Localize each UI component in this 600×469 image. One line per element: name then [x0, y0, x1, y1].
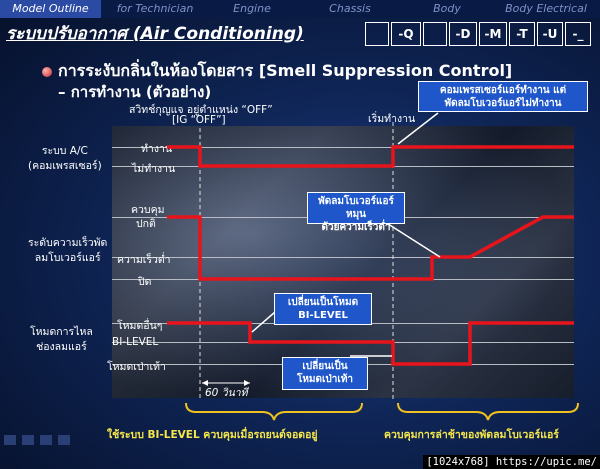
footer-brace-right: [397, 402, 579, 421]
footer-right: ควบคุมการล่าช้าของพัดลมโบเวอร์แอร์: [384, 429, 559, 441]
watermark: [1024x768] https://upic.me/: [423, 455, 600, 469]
code-box: -M: [479, 22, 507, 46]
section-subheading: – การทำงาน (ตัวอย่าง): [58, 83, 212, 101]
ignition-note-sub: [IG “OFF”]: [172, 114, 226, 126]
group-label-ac: ระบบ A/C(คอมเพรสเซอร์): [28, 145, 102, 172]
tab-body[interactable]: Body: [433, 2, 461, 15]
level-vent-bilevel: BI-LEVEL: [112, 336, 159, 348]
code-box: [423, 22, 447, 46]
level-ac-on: ทำงาน: [141, 143, 173, 155]
callout-compressor: คอมเพรสเซอร์แอร์ทำงาน แต่พัดลมโบเวอร์แอร…: [418, 81, 588, 112]
code-box: -D: [449, 22, 477, 46]
vent-signal-line: [167, 321, 574, 366]
nav-edit-icon[interactable]: [22, 435, 34, 445]
code-box: -U: [537, 22, 563, 46]
callout-pointer: [251, 311, 276, 333]
start-operation-label: เริ่มทำงาน: [368, 113, 416, 125]
callout-blower-low: พัดลมโบเวอร์แอร์หมุนด้วยความเร็วต่ำ: [307, 192, 405, 233]
level-vent-other: โหมดอื่นๆ: [117, 320, 163, 332]
level-fan-off: ปิด: [138, 276, 152, 288]
group-label-fan: ระดับความเร็วพัดลมโบเวอร์แอร์: [28, 237, 108, 264]
section-heading: การระงับกลิ่นในห้องโดยสาร [Smell Suppres…: [58, 61, 513, 80]
footer-brace-left: [185, 402, 363, 421]
ac-signal-line: [167, 145, 574, 168]
photo-shade: [112, 126, 574, 398]
callout-pointer: [397, 112, 439, 145]
tab-engine[interactable]: Engine: [233, 2, 271, 15]
code-box: -T: [509, 22, 535, 46]
nav-menu-icon[interactable]: [40, 435, 52, 445]
bullet-icon: [42, 67, 52, 77]
fan-signal-line: [167, 215, 574, 281]
level-ac-off: ไม่ทำงาน: [132, 163, 176, 175]
level-fan-low: ความเร็วต่ำ: [117, 254, 171, 266]
level-fan-auto: ควบคุม: [131, 204, 165, 216]
level-vent-foot: โหมดเป่าเท้า: [107, 361, 166, 373]
timer-label: 60 วินาที: [205, 387, 248, 399]
nav-back-icon[interactable]: [4, 435, 16, 445]
callout-pointer: [384, 221, 441, 258]
tab-chassis[interactable]: Chassis: [329, 2, 371, 15]
level-fan-auto-2: ปกติ: [136, 218, 156, 230]
callout-foot: เปลี่ยนเป็นโหมดเป่าเท้า: [282, 357, 368, 390]
code-box: -_: [565, 22, 591, 46]
ignition-note: สวิทช์กุญแจ อยู่ตำแหน่ง “OFF”: [129, 104, 273, 116]
slide-nav: [4, 430, 84, 445]
level-line: [112, 257, 574, 258]
engine-photo: [112, 126, 574, 398]
code-box: -Q: [391, 22, 421, 46]
page-title: ระบบปรับอากาศ (Air Conditioning): [6, 24, 304, 44]
code-box: [365, 22, 389, 46]
tab-model-outline[interactable]: Model Outline: [0, 0, 101, 18]
level-line: [112, 147, 574, 148]
footer-left: ใช้ระบบ BI-LEVEL ควบคุมเมื่อรถยนต์จอดอยู…: [107, 429, 318, 441]
group-label-vent: โหมดการไหลช่องลมแอร์: [30, 326, 93, 353]
nav-forward-icon[interactable]: [58, 435, 70, 445]
tab-for-technician[interactable]: for Technician: [116, 2, 194, 15]
top-nav: Model Outline for Technician Engine Chas…: [0, 0, 600, 18]
tab-body-electrical[interactable]: Body Electrical: [505, 2, 587, 15]
